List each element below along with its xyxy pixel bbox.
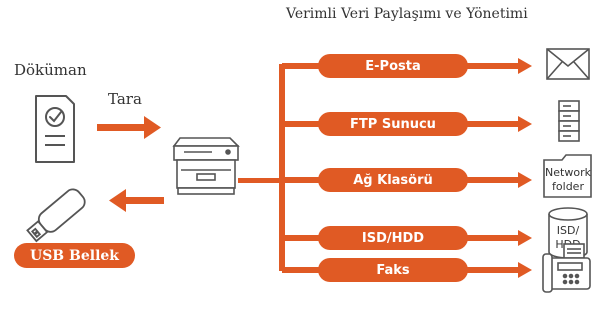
document-label: Döküman	[14, 61, 87, 79]
destination-pill: FTP Sunucu	[318, 112, 468, 136]
fax-icon	[542, 243, 591, 293]
destination-pill: Faks	[318, 258, 468, 282]
envelope-icon	[546, 48, 590, 80]
server-icon	[558, 100, 580, 142]
scan-arrow	[97, 116, 161, 139]
printer-icon	[172, 137, 240, 195]
destination-pill: ISD/HDD	[318, 226, 468, 250]
scan-label: Tara	[108, 90, 142, 108]
distribution-tree	[238, 64, 285, 271]
network-folder-icon-text: Network	[545, 166, 592, 179]
document-icon	[35, 95, 75, 163]
usb-stick-icon	[26, 188, 86, 243]
network-folder-icon-text: folder	[552, 180, 584, 193]
usb-pill: USB Bellek	[14, 243, 135, 268]
disk-icon-text: ISD/	[557, 224, 580, 237]
destination-pill: Ağ Klasörü	[318, 168, 468, 192]
usb-arrow	[109, 189, 164, 212]
diagram-title: Verimli Veri Paylaşımı ve Yönetimi	[286, 6, 528, 22]
destination-pill: E-Posta	[318, 54, 468, 78]
